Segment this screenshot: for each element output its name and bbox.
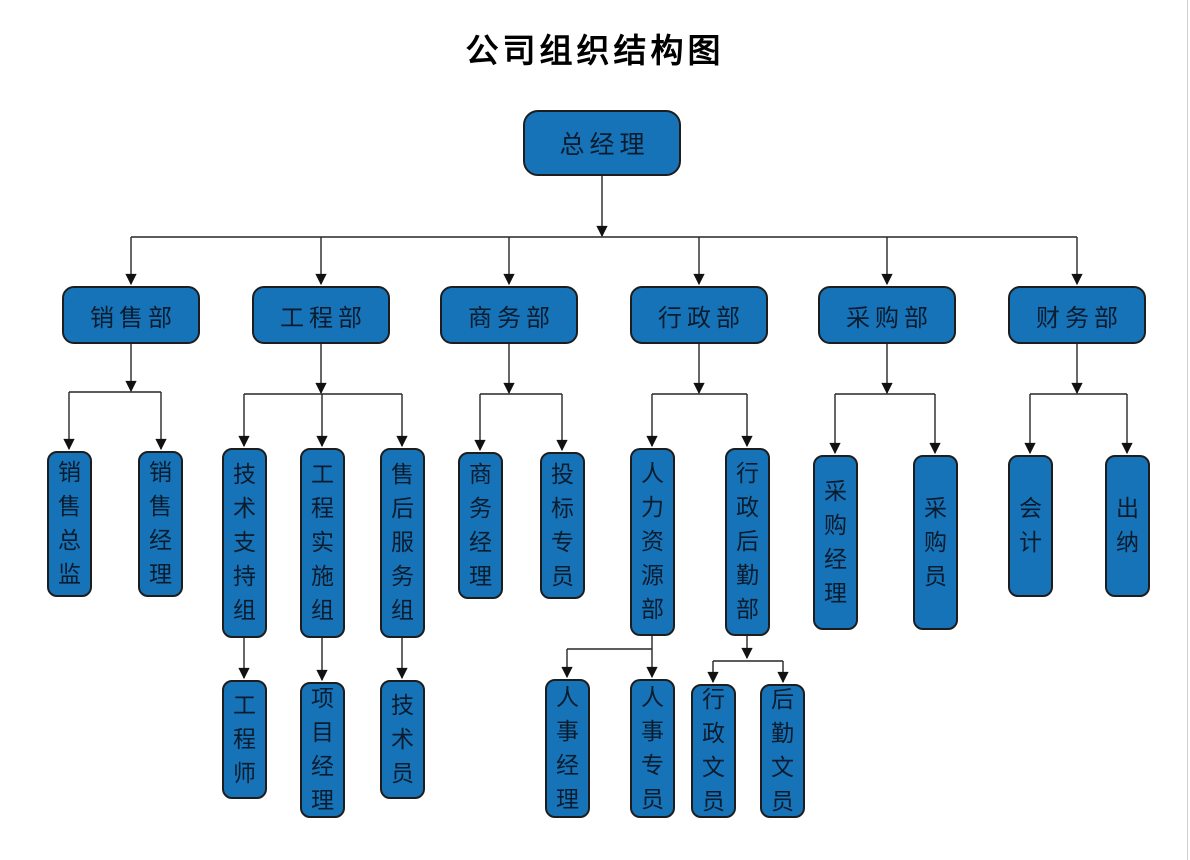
node-sales-manager: 销售经理 bbox=[138, 451, 183, 597]
node-hr-manager: 人事经理 bbox=[545, 679, 590, 818]
node-label: 采购部 bbox=[846, 305, 933, 332]
node-label: 商务经理 bbox=[469, 461, 492, 589]
node-label: 后勤文员 bbox=[771, 687, 794, 814]
node-business-dept: 商务部 bbox=[440, 286, 578, 344]
node-label: 出纳 bbox=[1116, 496, 1139, 555]
node-label: 投标专员 bbox=[551, 461, 574, 589]
node-admin-clerk: 行政文员 bbox=[691, 684, 736, 818]
node-label: 财务部 bbox=[1036, 305, 1123, 332]
node-procurement-manager: 采购经理 bbox=[813, 455, 858, 630]
node-label: 人力资源部 bbox=[641, 461, 664, 622]
node-label: 技术员 bbox=[391, 692, 414, 786]
node-general-manager: 总经理 bbox=[523, 110, 681, 176]
node-label: 会计 bbox=[1019, 496, 1042, 555]
node-label: 技术支持组 bbox=[233, 462, 256, 623]
connector-business-children bbox=[474, 344, 568, 452]
connector-hr-children bbox=[561, 636, 658, 679]
node-finance-dept: 财务部 bbox=[1008, 286, 1146, 344]
node-logistics-clerk: 后勤文员 bbox=[760, 684, 805, 818]
node-label: 销售经理 bbox=[149, 460, 172, 587]
node-label: 行政文员 bbox=[702, 687, 725, 814]
node-engineer: 工程师 bbox=[222, 680, 267, 799]
node-procurement-clerk: 采购员 bbox=[913, 455, 958, 630]
node-label: 人事专员 bbox=[641, 684, 664, 812]
node-admin-dept: 行政部 bbox=[630, 286, 768, 344]
node-hr-specialist: 人事专员 bbox=[630, 679, 675, 818]
connector-engineering-children bbox=[238, 344, 408, 448]
node-sales-director: 销售总监 bbox=[47, 451, 92, 597]
node-label: 行政部 bbox=[658, 305, 745, 332]
connector-finance-children bbox=[1024, 344, 1133, 455]
node-tech-support-group: 技术支持组 bbox=[222, 448, 267, 638]
node-label: 销售总监 bbox=[58, 460, 81, 587]
node-engineering-dept: 工程部 bbox=[252, 286, 390, 344]
node-label: 总经理 bbox=[559, 132, 650, 159]
node-bid-specialist: 投标专员 bbox=[540, 452, 585, 599]
connector-engineering-level4 bbox=[238, 638, 408, 682]
node-label: 工程部 bbox=[280, 305, 367, 332]
node-label: 销售部 bbox=[90, 305, 177, 332]
node-label: 行政后勤部 bbox=[736, 461, 759, 622]
node-label: 采购员 bbox=[924, 495, 947, 589]
node-technician: 技术员 bbox=[380, 680, 425, 799]
page-edge-line bbox=[1187, 0, 1188, 860]
node-business-manager: 商务经理 bbox=[458, 452, 503, 599]
connector-admin-children bbox=[646, 344, 753, 448]
node-hr-dept: 人力资源部 bbox=[630, 448, 675, 636]
node-label: 工程实施组 bbox=[311, 462, 334, 623]
node-cashier: 出纳 bbox=[1105, 455, 1150, 597]
node-label: 采购经理 bbox=[824, 478, 847, 606]
node-sales-dept: 销售部 bbox=[62, 286, 200, 344]
connector-sales-children bbox=[63, 344, 167, 451]
connector-procurement-children bbox=[829, 344, 941, 455]
node-label: 售后服务组 bbox=[391, 462, 414, 623]
node-admin-logistics-dept: 行政后勤部 bbox=[725, 448, 770, 636]
node-label: 项目经理 bbox=[311, 686, 334, 813]
node-procurement-dept: 采购部 bbox=[818, 286, 956, 344]
node-label: 工程师 bbox=[233, 692, 256, 786]
node-accountant: 会计 bbox=[1008, 455, 1053, 597]
node-label: 人事经理 bbox=[556, 684, 579, 812]
node-project-manager: 项目经理 bbox=[300, 682, 345, 818]
chart-title: 公司组织结构图 bbox=[465, 32, 725, 69]
node-after-sales-group: 售后服务组 bbox=[380, 448, 425, 638]
connector-admin-logistics-children bbox=[707, 636, 789, 684]
connector-ceo-to-departments bbox=[125, 176, 1083, 286]
node-label: 商务部 bbox=[468, 305, 555, 332]
node-eng-implementation-group: 工程实施组 bbox=[300, 448, 345, 638]
